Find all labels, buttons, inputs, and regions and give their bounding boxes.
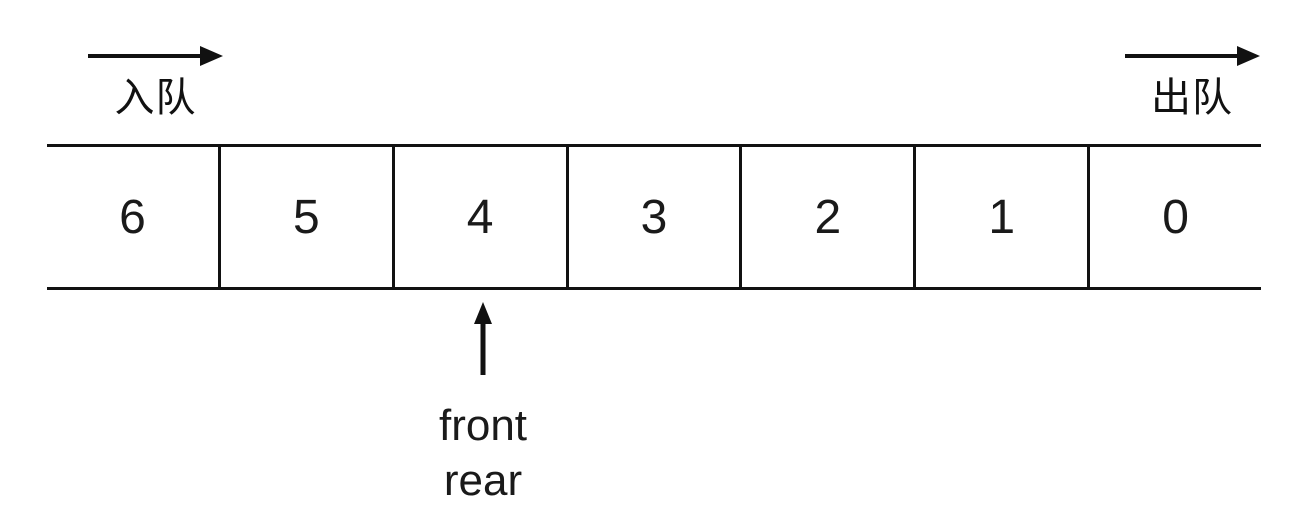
cell-value: 6	[119, 190, 146, 244]
front-label: front	[438, 401, 528, 450]
up-arrow-icon	[474, 302, 492, 375]
dequeue-group: 出队	[1124, 45, 1260, 120]
queue-cell-3: 3	[565, 147, 740, 287]
enqueue-label: 入队	[114, 76, 197, 120]
cell-value: 3	[640, 190, 668, 244]
cell-value: 4	[466, 190, 494, 244]
pointer-labels: front rear	[439, 398, 527, 508]
cell-value: 0	[1162, 190, 1189, 244]
enqueue-group: 入队	[88, 45, 223, 120]
queue-array-strip: 6 5 4 3 2 1 0	[47, 144, 1261, 290]
cell-value: 5	[292, 190, 320, 244]
queue-cell-6: 6	[47, 147, 218, 287]
rear-label: rear	[443, 456, 523, 505]
cell-value: 1	[988, 190, 1016, 244]
queue-cell-5: 5	[217, 147, 392, 287]
queue-cell-2: 2	[739, 147, 913, 287]
queue-cell-1: 1	[913, 147, 1087, 287]
arrow-head	[474, 302, 492, 324]
queue-cell-0: 0	[1087, 147, 1261, 287]
enqueue-right-arrow-icon	[88, 46, 223, 66]
dequeue-right-arrow-icon	[1124, 46, 1260, 66]
queue-cell-4: 4	[391, 147, 566, 287]
cell-value: 2	[814, 190, 842, 244]
arrow-head	[200, 46, 223, 66]
front-rear-pointer: front rear	[402, 302, 564, 508]
dequeue-label: 出队	[1151, 76, 1233, 120]
arrow-head	[1236, 46, 1260, 66]
